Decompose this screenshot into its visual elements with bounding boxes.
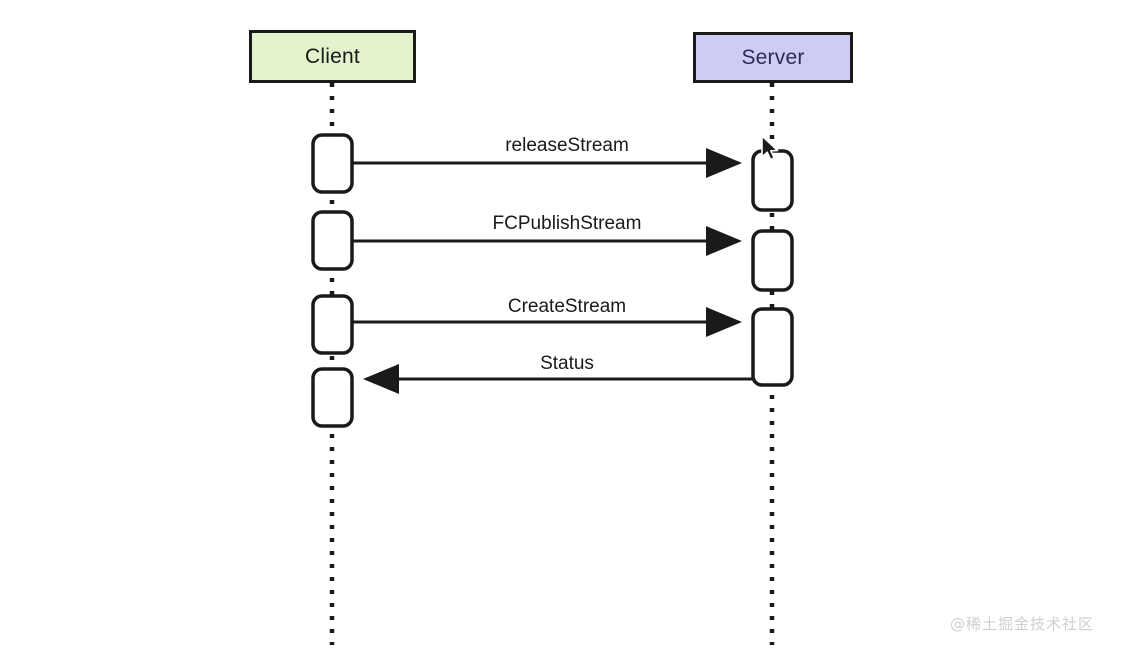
participant-box-server[interactable]: Server xyxy=(693,32,853,83)
activation-server-2 xyxy=(751,229,794,292)
activation-client-4 xyxy=(311,367,354,428)
activation-server-3 xyxy=(751,307,794,387)
participant-label-client: Client xyxy=(305,44,360,68)
activation-server-1 xyxy=(751,149,794,212)
activation-client-1 xyxy=(311,133,354,194)
watermark-text: @稀土掘金技术社区 xyxy=(950,615,1095,633)
participant-label-server: Server xyxy=(741,45,805,69)
activation-client-2 xyxy=(311,210,354,271)
activation-client-3 xyxy=(311,294,354,355)
message-label-fcpublishstream: FCPublishStream xyxy=(492,213,642,234)
message-label-createstream: CreateStream xyxy=(507,296,627,317)
message-label-releasestream: releaseStream xyxy=(505,135,629,156)
participant-box-client[interactable]: Client xyxy=(249,30,416,83)
message-label-status: Status xyxy=(540,353,594,374)
